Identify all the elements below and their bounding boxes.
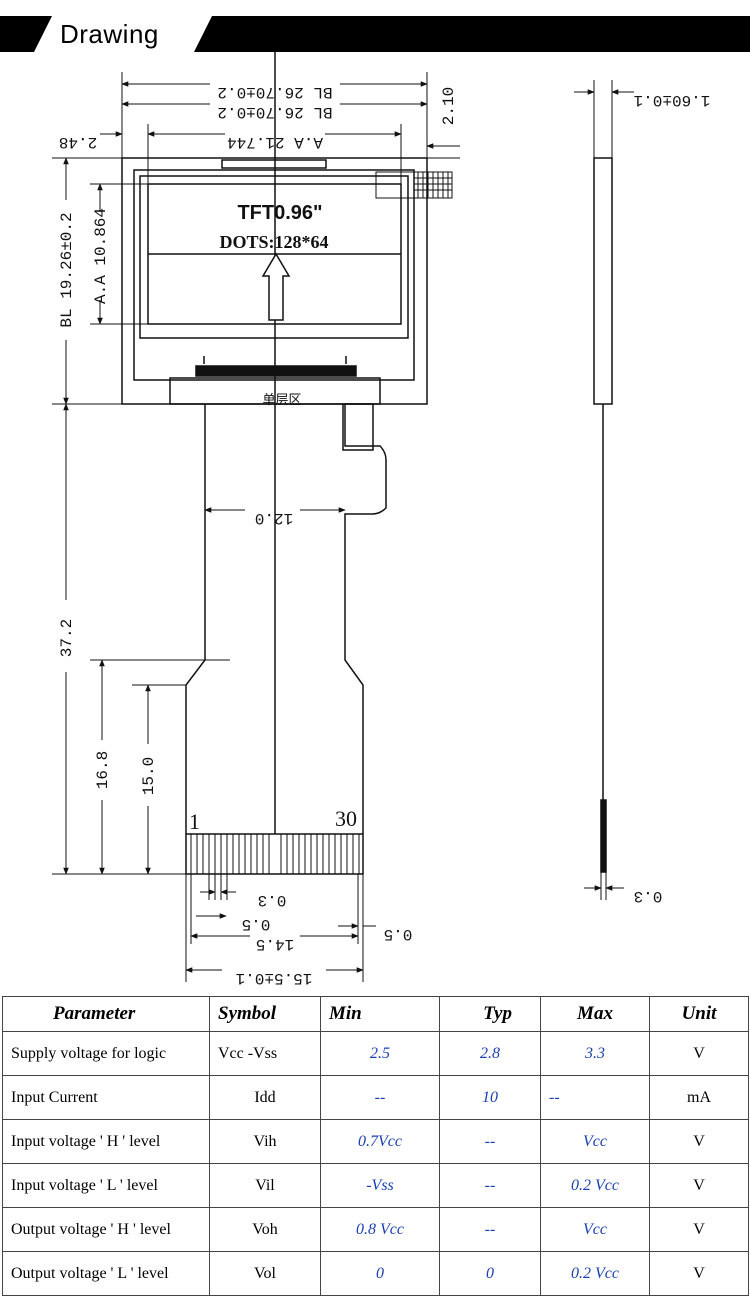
fpc-pins	[190, 834, 360, 874]
col-header-parameter: Parameter	[2, 996, 210, 1032]
cell-typ: 10	[439, 1075, 541, 1120]
cell-symbol: Vol	[209, 1251, 321, 1296]
dim-fpc-length: 37.2	[58, 619, 76, 657]
pin-label-last: 30	[335, 806, 357, 831]
cell-parameter: Output voltage ' H ' level	[2, 1207, 210, 1252]
cell-parameter: Input voltage ' H ' level	[2, 1119, 210, 1164]
cell-typ: 2.8	[439, 1031, 541, 1076]
dim-thickness: 1.60±0.1	[634, 91, 711, 109]
dim-bl-height: BL 19.26±0.2	[58, 212, 76, 327]
cell-unit: mA	[649, 1075, 749, 1120]
cell-min: 0.8 Vcc	[320, 1207, 440, 1252]
cell-unit: V	[649, 1119, 749, 1164]
module-front-view	[121, 157, 428, 405]
cell-parameter: Input voltage ' L ' level	[2, 1163, 210, 1208]
cell-parameter: Input Current	[2, 1075, 210, 1120]
cell-min: 0.7Vcc	[320, 1119, 440, 1164]
cell-unit: V	[649, 1251, 749, 1296]
table-row: Input voltage ' L ' level Vil -Vss -- 0.…	[2, 1163, 749, 1208]
dim-fpc-mid-width: 12.0	[255, 509, 293, 527]
cell-min: 2.5	[320, 1031, 440, 1076]
cell-typ: --	[439, 1163, 541, 1208]
cell-max: 0.2 Vcc	[540, 1163, 650, 1208]
module-side-view	[593, 80, 613, 873]
dim-aa-height: A.A 10.864	[92, 208, 110, 304]
fpc-pin-area	[185, 833, 364, 875]
cell-symbol: Idd	[209, 1075, 321, 1120]
cell-typ: 0	[439, 1251, 541, 1296]
technical-drawing: TFT0.96" DOTS:128*64 单层区 1 30	[52, 52, 711, 987]
dim-aa-width: A.A 21.744	[227, 133, 323, 151]
dim-fpc-thickness: 0.3	[634, 887, 663, 905]
cell-unit: V	[649, 1207, 749, 1252]
dim-edge-offset: 0.5	[384, 925, 413, 943]
screen-text-model: TFT0.96"	[237, 202, 322, 224]
cell-parameter: Supply voltage for logic	[2, 1031, 210, 1076]
dim-fpc-width: 15.5±0.1	[236, 969, 313, 987]
pin-label-first: 1	[189, 809, 200, 834]
table-row: Input Current Idd -- 10 -- mA	[2, 1075, 749, 1120]
dim-pitch: 0.3	[258, 891, 287, 909]
dim-bl-width-2: BL 26.70±0.2	[217, 103, 332, 121]
col-header-min: Min	[320, 996, 440, 1032]
connector-hatch	[375, 171, 453, 199]
cell-symbol: Vcc -Vss	[209, 1031, 321, 1076]
cell-max: 0.2 Vcc	[540, 1251, 650, 1296]
cell-min: -Vss	[320, 1163, 440, 1208]
dim-pin-span: 14.5	[256, 935, 294, 953]
screen-text-dots: DOTS:128*64	[219, 232, 328, 252]
cell-typ: --	[439, 1119, 541, 1164]
cell-symbol: Voh	[209, 1207, 321, 1252]
col-header-symbol: Symbol	[209, 996, 321, 1032]
table-row: Output voltage ' L ' level Vol 0 0 0.2 V…	[2, 1251, 749, 1296]
dim-pin-offset: 0.5	[242, 915, 271, 933]
col-header-typ: Typ	[439, 996, 541, 1032]
col-header-max: Max	[540, 996, 650, 1032]
cell-unit: V	[649, 1031, 749, 1076]
cell-unit: V	[649, 1163, 749, 1208]
table-header-row: Parameter Symbol Min Typ Max Unit	[2, 996, 749, 1032]
cell-max: Vcc	[540, 1207, 650, 1252]
cell-max: 3.3	[540, 1031, 650, 1076]
table-row: Output voltage ' H ' level Voh 0.8 Vcc -…	[2, 1207, 749, 1252]
dimension-lines	[52, 72, 634, 982]
single-layer-label: 单层区	[262, 393, 301, 408]
cell-min: --	[320, 1075, 440, 1120]
cell-max: Vcc	[540, 1119, 650, 1164]
cell-symbol: Vih	[209, 1119, 321, 1164]
dim-fpc-tail-1: 16.8	[94, 751, 112, 789]
dim-fpc-tail-2: 15.0	[140, 757, 158, 795]
dim-bl-width-1: BL 26.70±0.2	[217, 83, 332, 101]
page-title: Drawing	[60, 19, 159, 49]
table-row: Supply voltage for logic Vcc -Vss 2.5 2.…	[2, 1031, 749, 1076]
fpc-outline	[185, 403, 387, 834]
cell-parameter: Output voltage ' L ' level	[2, 1251, 210, 1296]
orientation-arrow-icon	[261, 252, 291, 321]
cell-typ: --	[439, 1207, 541, 1252]
table-row: Input voltage ' H ' level Vih 0.7Vcc -- …	[2, 1119, 749, 1164]
cell-max: --	[540, 1075, 650, 1120]
dim-right-margin: 2.10	[440, 87, 458, 125]
cell-min: 0	[320, 1251, 440, 1296]
cell-symbol: Vil	[209, 1163, 321, 1208]
dim-offset-left: 2.48	[59, 133, 97, 151]
electrical-spec-table: Parameter Symbol Min Typ Max Unit Supply…	[2, 996, 749, 1296]
header-banner-tab	[34, 16, 212, 52]
col-header-unit: Unit	[649, 996, 749, 1032]
